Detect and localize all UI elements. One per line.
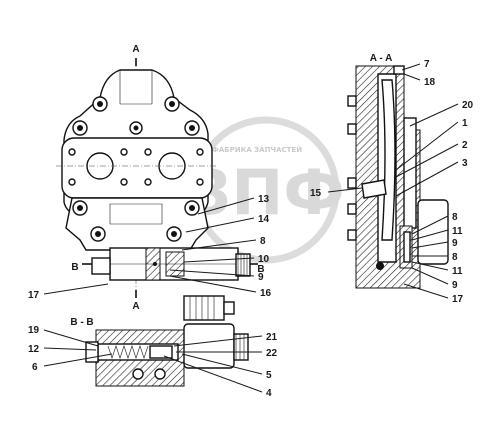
callout-8-right-top: 8 <box>452 212 458 223</box>
front-view <box>56 58 258 298</box>
callout-14: 14 <box>258 214 270 225</box>
callout-21: 21 <box>266 332 278 343</box>
callout-3: 3 <box>462 158 468 169</box>
callout-16: 16 <box>260 288 272 299</box>
callout-10: 10 <box>258 254 270 265</box>
callout-20: 20 <box>462 100 474 111</box>
callout-2: 2 <box>462 140 468 151</box>
leader-lines <box>43 63 459 393</box>
section-label-b-left: B <box>71 262 78 273</box>
callout-17-right: 17 <box>452 294 464 305</box>
callout-4: 4 <box>266 388 272 399</box>
callout-9-front: 9 <box>258 272 264 283</box>
callout-8-right-bottom: 8 <box>452 252 458 263</box>
bolt-holes <box>72 96 200 136</box>
callout-18: 18 <box>424 77 436 88</box>
section-label-a-top: A <box>132 44 139 55</box>
callout-11-b: 11 <box>452 266 463 277</box>
section-label-a-bottom: A <box>132 301 139 312</box>
watermark: ЗПФ ФАБРИКА ЗАПЧАСТЕЙ <box>187 116 345 264</box>
callout-7: 7 <box>424 59 430 70</box>
callout-17-front: 17 <box>28 290 40 301</box>
watermark-big-text: ЗПФ <box>187 156 344 229</box>
callout-11-a: 11 <box>452 226 463 237</box>
studs <box>347 95 357 241</box>
view-label-bb: B - B <box>70 317 93 328</box>
callout-9-right-a: 9 <box>452 238 458 249</box>
section-view-aa <box>347 65 449 289</box>
callout-15: 15 <box>310 188 322 199</box>
callouts: 7 18 20 1 2 3 8 11 9 8 11 9 17 15 13 14 … <box>28 59 474 399</box>
watermark-small-text: ФАБРИКА ЗАПЧАСТЕЙ <box>212 145 302 154</box>
view-label-aa: A - A <box>370 53 393 64</box>
callout-19: 19 <box>28 325 40 336</box>
callout-22: 22 <box>266 348 278 359</box>
callout-8-front: 8 <box>260 236 266 247</box>
callout-12: 12 <box>28 344 40 355</box>
section-view-bb <box>85 295 249 387</box>
callout-13: 13 <box>258 194 270 205</box>
callout-1: 1 <box>462 118 468 129</box>
callout-5: 5 <box>266 370 272 381</box>
section-label-b-right: B <box>257 264 264 275</box>
callout-9-right-b: 9 <box>452 280 458 291</box>
callout-6: 6 <box>32 362 38 373</box>
